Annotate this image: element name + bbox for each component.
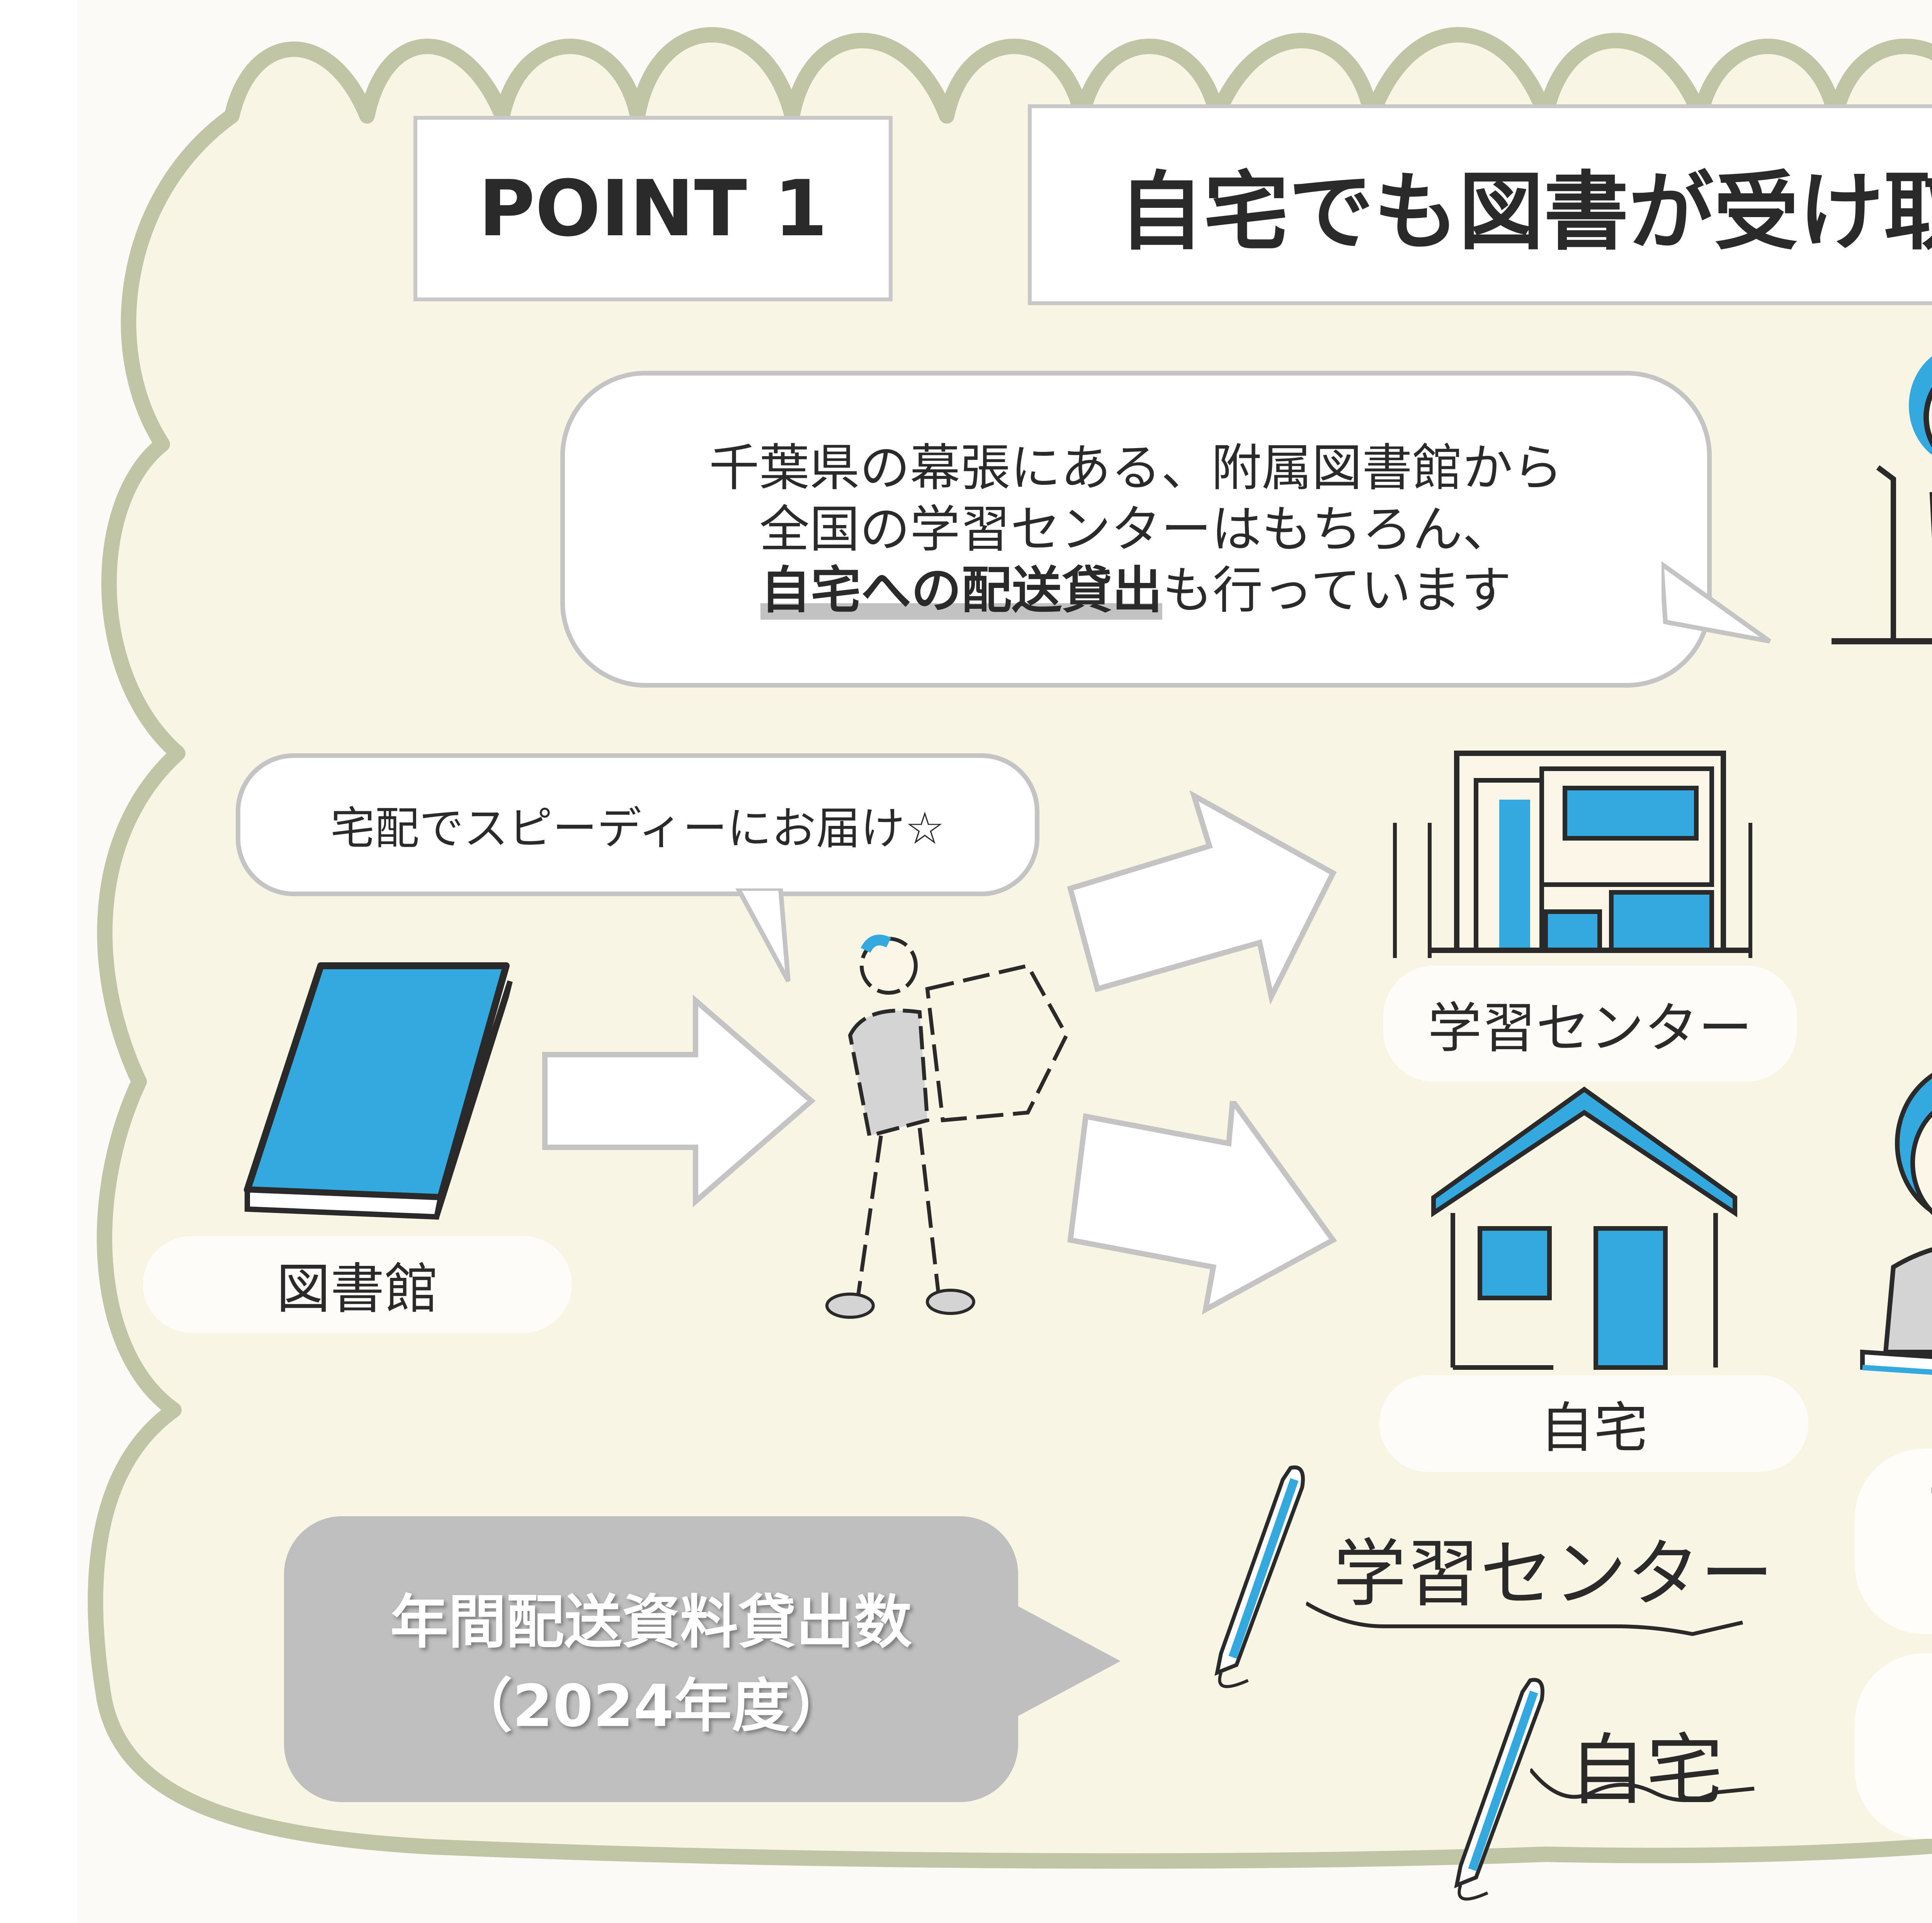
speech-line-3: 自宅への配送貸出も行っています (760, 560, 1512, 621)
main-speech-bubble: 千葉県の幕張にある、附属図書館から 全国の学習センターはもちろん、 自宅への配送… (560, 371, 1712, 688)
delivery-bubble-tail (735, 888, 791, 982)
home-icon (1431, 1086, 1737, 1370)
delivery-speech-bubble: 宅配でスピーディーにお届け☆ (236, 753, 1039, 896)
delivery-text: 宅配でスピーディーにお届け☆ (330, 803, 945, 854)
caption-line-1: 年間配送資料貸出数 (390, 1589, 912, 1656)
arrow-to-home-icon (1067, 1101, 1337, 1315)
highlight-home-delivery: 自宅への配送貸出 (760, 561, 1163, 620)
staff-laptop-illustration (1832, 356, 1932, 644)
pencil-icon-2 (1454, 1678, 1544, 1901)
speech-line-2: 全国の学習センターはもちろん、 (759, 499, 1513, 559)
learning-center-label: 学習センター (1427, 997, 1752, 1060)
arrow-to-learning-center-icon (1067, 790, 1337, 1005)
stat-box-home: 1,666 冊 ( 3.4 冊/日) (1855, 1653, 1932, 1839)
wavy-underline (1306, 1601, 1743, 1636)
point-label: POINT 1 (478, 163, 828, 254)
title-box: 自宅でも図書が受け取れます (1028, 104, 1932, 305)
speech-line-1: 千葉県の幕張にある、附属図書館から (709, 438, 1563, 498)
stat-total-learning-center: 12,277 冊 (1925, 1472, 1932, 1549)
stat-box-learning-center: 12,277 冊 ( 35.4 冊/日) (1855, 1449, 1932, 1634)
home-label-pill: 自宅 (1379, 1375, 1808, 1472)
row-label-learning-center: 学習センター (1333, 1531, 1774, 1617)
pencil-icon (1214, 1465, 1305, 1688)
reader-illustration (1860, 1073, 1932, 1375)
speech-line-3-rest: も行っています (1162, 561, 1512, 620)
home-label: 自宅 (1539, 1397, 1648, 1460)
learning-center-icon (1393, 751, 1752, 958)
point-badge: POINT 1 (413, 116, 893, 301)
page-title: 自宅でも図書が受け取れます (1118, 163, 1932, 262)
arrow-right-icon (542, 994, 816, 1208)
caption-pointer (1012, 1603, 1121, 1719)
library-label: 図書館 (276, 1258, 439, 1321)
book-icon (244, 962, 513, 1220)
caption-line-2: （2024年度） (454, 1673, 848, 1740)
learning-center-label-pill: 学習センター (1383, 966, 1797, 1082)
courier-illustration (825, 934, 1069, 1319)
speech-tail (1662, 561, 1771, 644)
annual-stats-caption: 年間配送資料貸出数 （2024年度） (284, 1516, 1018, 1802)
wavy-underline-2 (1530, 1768, 1755, 1802)
total-value: 12,277 (1925, 1472, 1932, 1549)
library-label-pill: 図書館 (143, 1236, 572, 1333)
